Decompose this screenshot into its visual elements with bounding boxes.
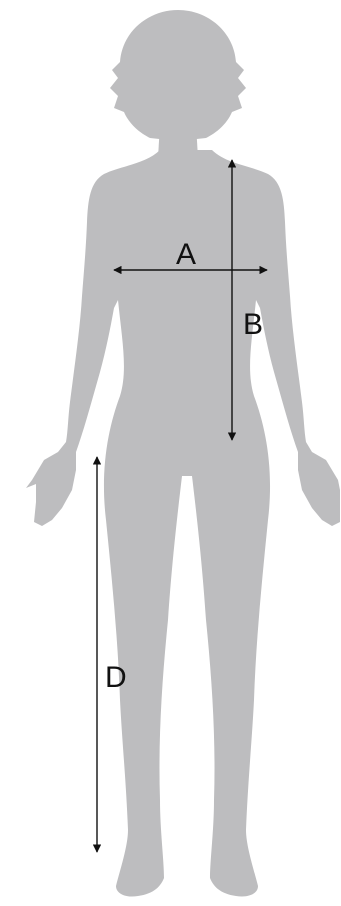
- measurement-d-label: D: [105, 661, 128, 694]
- measurement-b-label: B: [243, 308, 264, 341]
- measurement-a-label: A: [176, 238, 197, 271]
- female-body-silhouette: [26, 10, 340, 897]
- head-silhouette: [110, 10, 246, 141]
